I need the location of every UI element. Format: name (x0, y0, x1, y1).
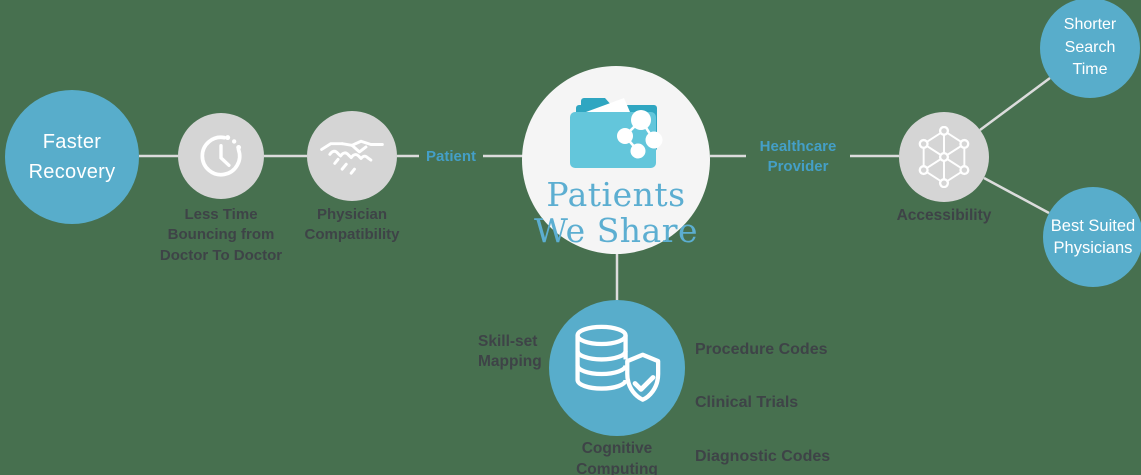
node-less-time (178, 113, 264, 199)
database-shield-icon (575, 324, 661, 402)
node-accessibility (899, 112, 989, 202)
connector-accessibility-shorter (979, 76, 1051, 132)
codes-list: Procedure Codes Clinical Trials Diagnost… (695, 317, 830, 475)
node-best-suited-physicians: Best Suited Physicians (1043, 187, 1141, 287)
node-physician-compatibility (307, 111, 397, 201)
node-faster-recovery: Faster Recovery (5, 90, 139, 224)
label-patient: Patient (425, 148, 476, 165)
label-healthcare-provider: Healthcare Provider (759, 138, 837, 175)
label-skill-set-mapping: Skill-set Mapping (478, 333, 542, 371)
clock-icon (200, 135, 242, 177)
label-accessibility: Accessibility (896, 207, 992, 224)
connector-accessibility-bestsuited (983, 176, 1050, 215)
center-title: Patients We Share (533, 174, 699, 250)
node-cognitive-computing (549, 300, 685, 436)
label-procedure-codes: Procedure Codes (695, 340, 828, 358)
label-physician-compatibility: Physician Compatibility (304, 206, 400, 244)
label-clinical-trials: Clinical Trials (695, 394, 799, 412)
node-shorter-search-time: Shorter Search Time (1040, 0, 1140, 98)
label-cognitive-computing: Cognitive Computing (576, 440, 658, 475)
handshake-icon (320, 139, 384, 175)
network-icon (918, 126, 970, 188)
node-patients-we-share: Patients We Share (522, 66, 710, 254)
label-less-time: Less Time Bouncing from Doctor To Doctor (159, 206, 283, 264)
folder-share-icon (570, 97, 663, 168)
label-diagnostic-codes: Diagnostic Codes (695, 447, 831, 465)
